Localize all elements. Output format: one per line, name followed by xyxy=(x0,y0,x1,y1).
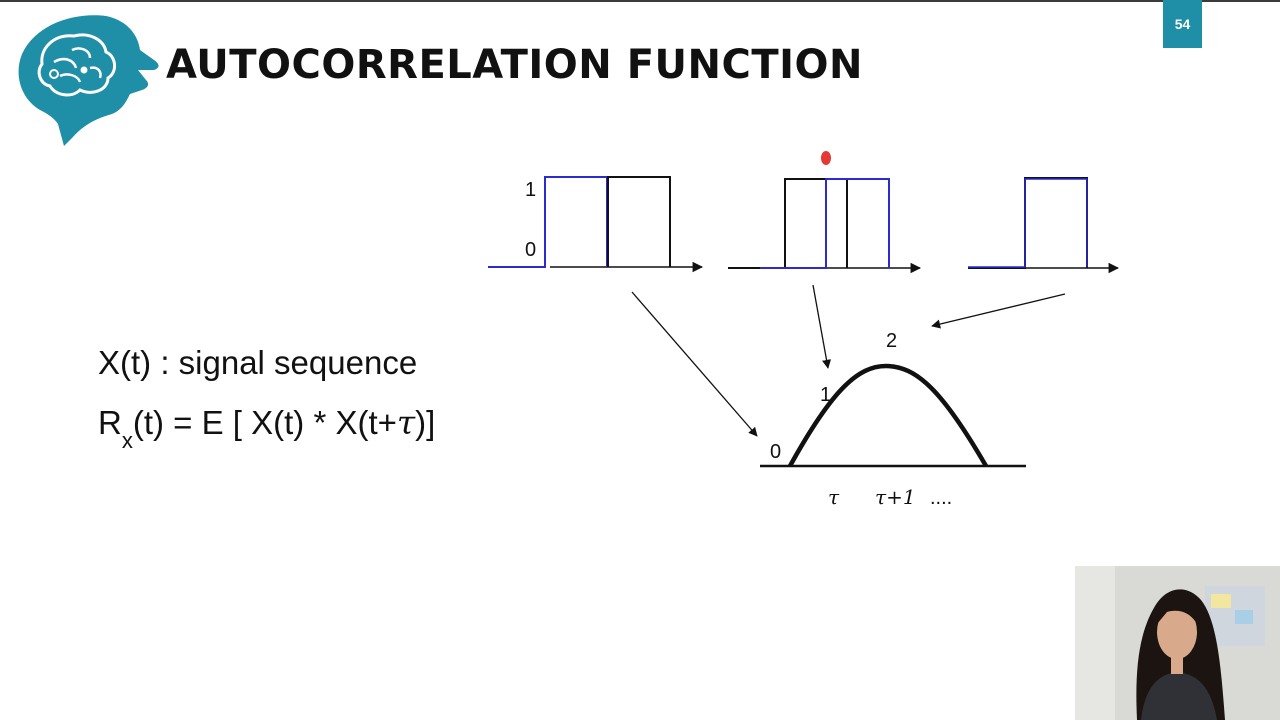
x-tick-tau: τ xyxy=(828,485,840,509)
shifted-pulse xyxy=(760,178,890,269)
formula-end: )] xyxy=(415,404,436,441)
arrow-to-peak xyxy=(931,293,1066,329)
original-pulse xyxy=(607,176,671,267)
shifted-pulse xyxy=(488,176,608,268)
signal-definition: X(t) : signal sequence xyxy=(98,344,418,381)
autocorrelation-diagram: 1 0 0 1 2 τ τ+1 .... xyxy=(488,151,1120,509)
presenter-webcam xyxy=(1075,566,1280,720)
autocorrelation-curve-plot: 0 1 2 τ τ+1 .... xyxy=(760,330,1026,509)
x-tick-ellipsis: .... xyxy=(930,487,952,509)
pulse-panel-full-overlap xyxy=(968,177,1120,274)
original-pulse xyxy=(968,177,1088,269)
autocorrelation-curve xyxy=(788,363,988,468)
original-pulse xyxy=(728,178,848,269)
level-zero-label: 0 xyxy=(525,239,536,261)
formula-r: R xyxy=(98,404,122,441)
x-tick-tau-plus-one: τ+1 xyxy=(875,485,916,509)
arrow-to-one xyxy=(812,284,832,369)
curve-peak-label: 2 xyxy=(886,330,897,352)
presenter-video-frame xyxy=(1075,566,1280,720)
formula-mid: (t) = E [ X(t) * X(t+ xyxy=(132,404,397,441)
pulse-panel-no-overlap: 1 0 xyxy=(488,176,704,273)
curve-zero-label: 0 xyxy=(770,441,781,463)
shifted-pulse xyxy=(968,178,1088,268)
slide-title: AUTOCORRELATION FUNCTION xyxy=(166,42,863,88)
page-number-badge: 54 xyxy=(1163,0,1202,48)
autocorrelation-formula: Rx(t) = E [ X(t) * X(t+τ)] xyxy=(98,403,436,453)
annotation-marker xyxy=(821,151,831,165)
top-border-line xyxy=(0,0,1280,2)
formula-tau: τ xyxy=(396,403,416,442)
brain-head-logo xyxy=(18,15,159,146)
curve-one-label: 1 xyxy=(820,384,831,406)
formula-subscript: x xyxy=(121,428,133,453)
pulse-panel-partial-overlap xyxy=(728,151,922,274)
arrow-to-zero xyxy=(631,291,758,437)
level-one-label: 1 xyxy=(525,179,536,201)
